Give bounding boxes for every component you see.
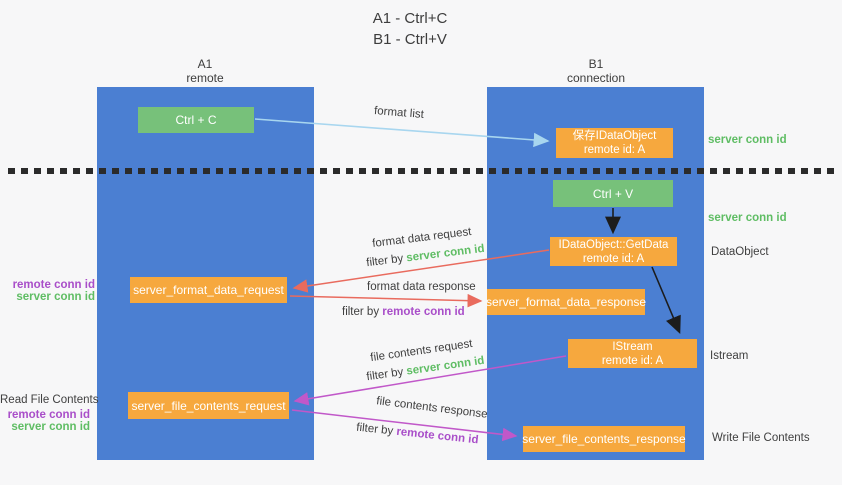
node-ctrl-c: Ctrl + C	[138, 107, 254, 133]
lifeline-a-name: A1	[197, 57, 213, 71]
annotation-remote-conn-id-2: remote conn id	[7, 409, 90, 421]
node-ctrl-c-label: Ctrl + C	[175, 113, 217, 127]
annotation-server-conn-id-2: server conn id	[11, 421, 90, 433]
label-filter-by-remote-conn-id-1: filter by remote conn id	[342, 306, 465, 318]
node-server-file-contents-response-label: server_file_contents_response	[522, 432, 686, 446]
lifeline-b-name: B1	[588, 57, 604, 71]
phase-separator-dashed-line	[8, 168, 835, 174]
diagram-title: A1 - Ctrl+C B1 - Ctrl+V	[300, 8, 520, 50]
node-ctrl-v-label: Ctrl + V	[592, 186, 634, 201]
node-server-format-data-request-label: server_format_data_request	[133, 283, 284, 297]
node-istream-line2: remote id: A	[601, 354, 664, 367]
node-save-idataobject-line1: 保存IDataObject	[572, 130, 657, 142]
annotation-dataobject: DataObject	[711, 246, 769, 258]
node-idataobject-getdata-line1: IDataObject::GetData	[558, 238, 669, 251]
annotation-left-conn-ids: remote conn id server conn id	[0, 279, 95, 303]
remote-conn-id-text: remote conn id	[382, 306, 465, 318]
annotation-server-conn-id-1: server conn id	[16, 291, 95, 303]
node-idataobject-getdata-line2: remote id: A	[582, 252, 645, 265]
lifeline-b-header: B1 connection	[546, 57, 646, 85]
arrow-file-contents-request	[293, 355, 567, 406]
lifeline-a-header: A1 remote	[155, 57, 255, 85]
node-server-file-contents-request-label: server_file_contents_request	[131, 398, 286, 413]
arrow-format-data-response	[289, 293, 483, 308]
title-line-2: B1 - Ctrl+V	[373, 31, 447, 48]
arrow-format-list	[254, 118, 550, 148]
arrow-file-contents-response	[291, 409, 518, 442]
annotation-read-file-contents-block: Read File Contents remote conn id server…	[0, 394, 99, 433]
node-server-file-contents-response: server_file_contents_response	[522, 426, 686, 452]
arrow-getdata-to-istream	[651, 266, 681, 334]
node-save-idataobject-line2: remote id: A	[583, 144, 646, 156]
lifeline-a-role: remote	[186, 71, 224, 85]
lifeline-b-role: connection	[566, 71, 626, 85]
node-server-format-data-response-label: server_format_data_response	[485, 295, 647, 309]
annotation-remote-conn-id-1: remote conn id	[12, 279, 95, 291]
annotation-server-conn-id-mid: server conn id	[708, 212, 787, 224]
label-format-data-response: format data response	[367, 281, 476, 293]
node-istream: IStream remote id: A	[568, 339, 697, 368]
annotation-istream: Istream	[710, 350, 749, 362]
node-ctrl-v: Ctrl + V	[553, 180, 673, 207]
node-save-idataobject: 保存IDataObject remote id: A	[556, 128, 673, 158]
filter-by-text: filter by	[342, 306, 380, 318]
annotation-write-file-contents: Write File Contents	[712, 432, 810, 444]
annotation-server-conn-id-top: server conn id	[708, 134, 787, 146]
node-server-format-data-request: server_format_data_request	[130, 277, 287, 303]
node-istream-line1: IStream	[612, 340, 653, 353]
annotation-read-file-contents: Read File Contents	[0, 394, 99, 406]
node-server-format-data-response: server_format_data_response	[485, 289, 647, 315]
arrow-format-data-request	[292, 249, 550, 293]
node-idataobject-getdata: IDataObject::GetData remote id: A	[550, 237, 677, 266]
node-server-file-contents-request: server_file_contents_request	[128, 392, 289, 419]
title-line-1: A1 - Ctrl+C	[372, 10, 448, 27]
